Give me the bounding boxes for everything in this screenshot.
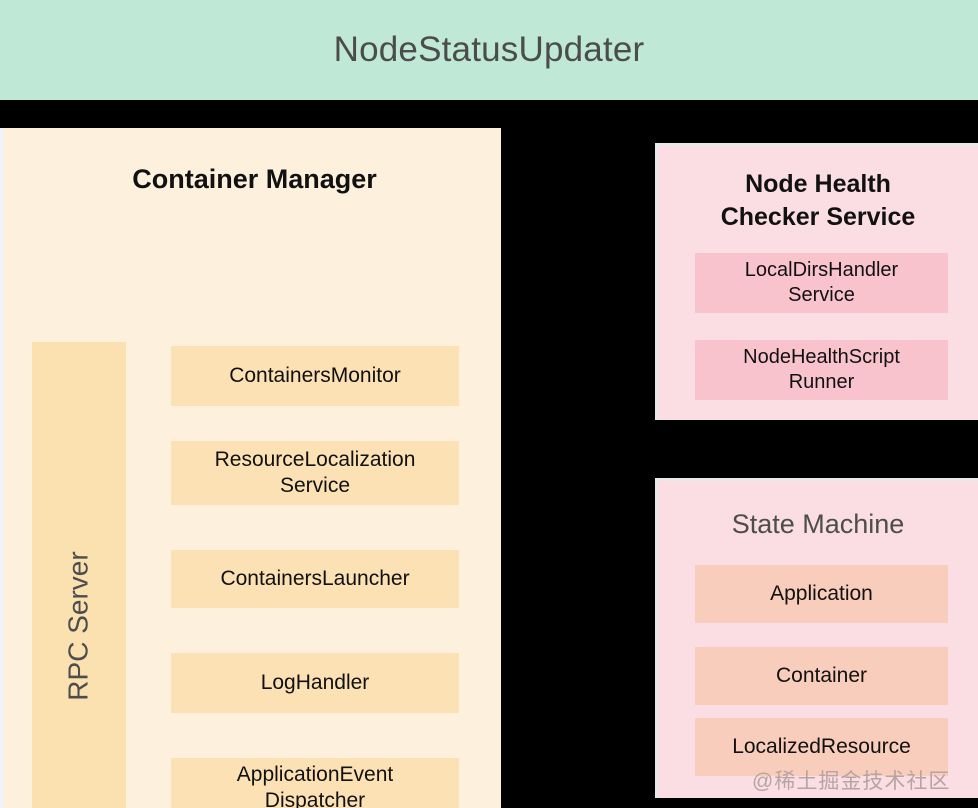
node-health-checker-service-title: Node Health Checker Service bbox=[720, 170, 916, 231]
container-manager-item-2: ResourceLocalization Service bbox=[171, 441, 459, 505]
state-machine-item-label: Application bbox=[770, 581, 873, 605]
node-health-item-label: NodeHealthScript Runner bbox=[743, 346, 900, 393]
container-manager-item-label: ContainersMonitor bbox=[229, 363, 401, 387]
node-health-item-1: LocalDirsHandler Service bbox=[695, 253, 948, 313]
state-machine-item-label: LocalizedResource bbox=[732, 734, 911, 758]
state-machine-item-2: Container bbox=[695, 647, 948, 705]
container-manager-panel: Container Manager RPC Server ContainersM… bbox=[0, 128, 501, 808]
header-title: NodeStatusUpdater bbox=[333, 30, 645, 69]
state-machine-item-1: Application bbox=[695, 565, 948, 623]
container-manager-item-1: ContainersMonitor bbox=[171, 346, 459, 406]
container-manager-item-label: LogHandler bbox=[260, 670, 370, 694]
node-health-item-label: LocalDirsHandler Service bbox=[744, 259, 899, 306]
container-manager-item-3: ContainersLauncher bbox=[171, 550, 459, 608]
rpc-server-label: RPC Server bbox=[63, 550, 94, 701]
container-manager-item-4: LogHandler bbox=[171, 653, 459, 713]
container-manager-item-label: ResourceLocalization Service bbox=[214, 447, 416, 497]
node-health-item-2: NodeHealthScript Runner bbox=[695, 340, 948, 400]
node-health-checker-service-panel: Node Health Checker Service LocalDirsHan… bbox=[655, 143, 978, 420]
state-machine-item-label: Container bbox=[775, 663, 868, 687]
container-manager-item-label: ApplicationEvent Dispatcher bbox=[236, 762, 394, 808]
container-manager-item-5: ApplicationEvent Dispatcher bbox=[171, 758, 459, 808]
watermark: @稀土掘金技术社区 bbox=[752, 770, 951, 793]
node-status-updater-header: NodeStatusUpdater bbox=[0, 0, 978, 100]
container-manager-item-label: ContainersLauncher bbox=[220, 566, 410, 590]
container-manager-title: Container Manager bbox=[132, 164, 377, 194]
rpc-server-box: RPC Server bbox=[32, 342, 126, 808]
state-machine-item-3: LocalizedResource bbox=[695, 718, 948, 776]
state-machine-title: State Machine bbox=[731, 509, 905, 539]
